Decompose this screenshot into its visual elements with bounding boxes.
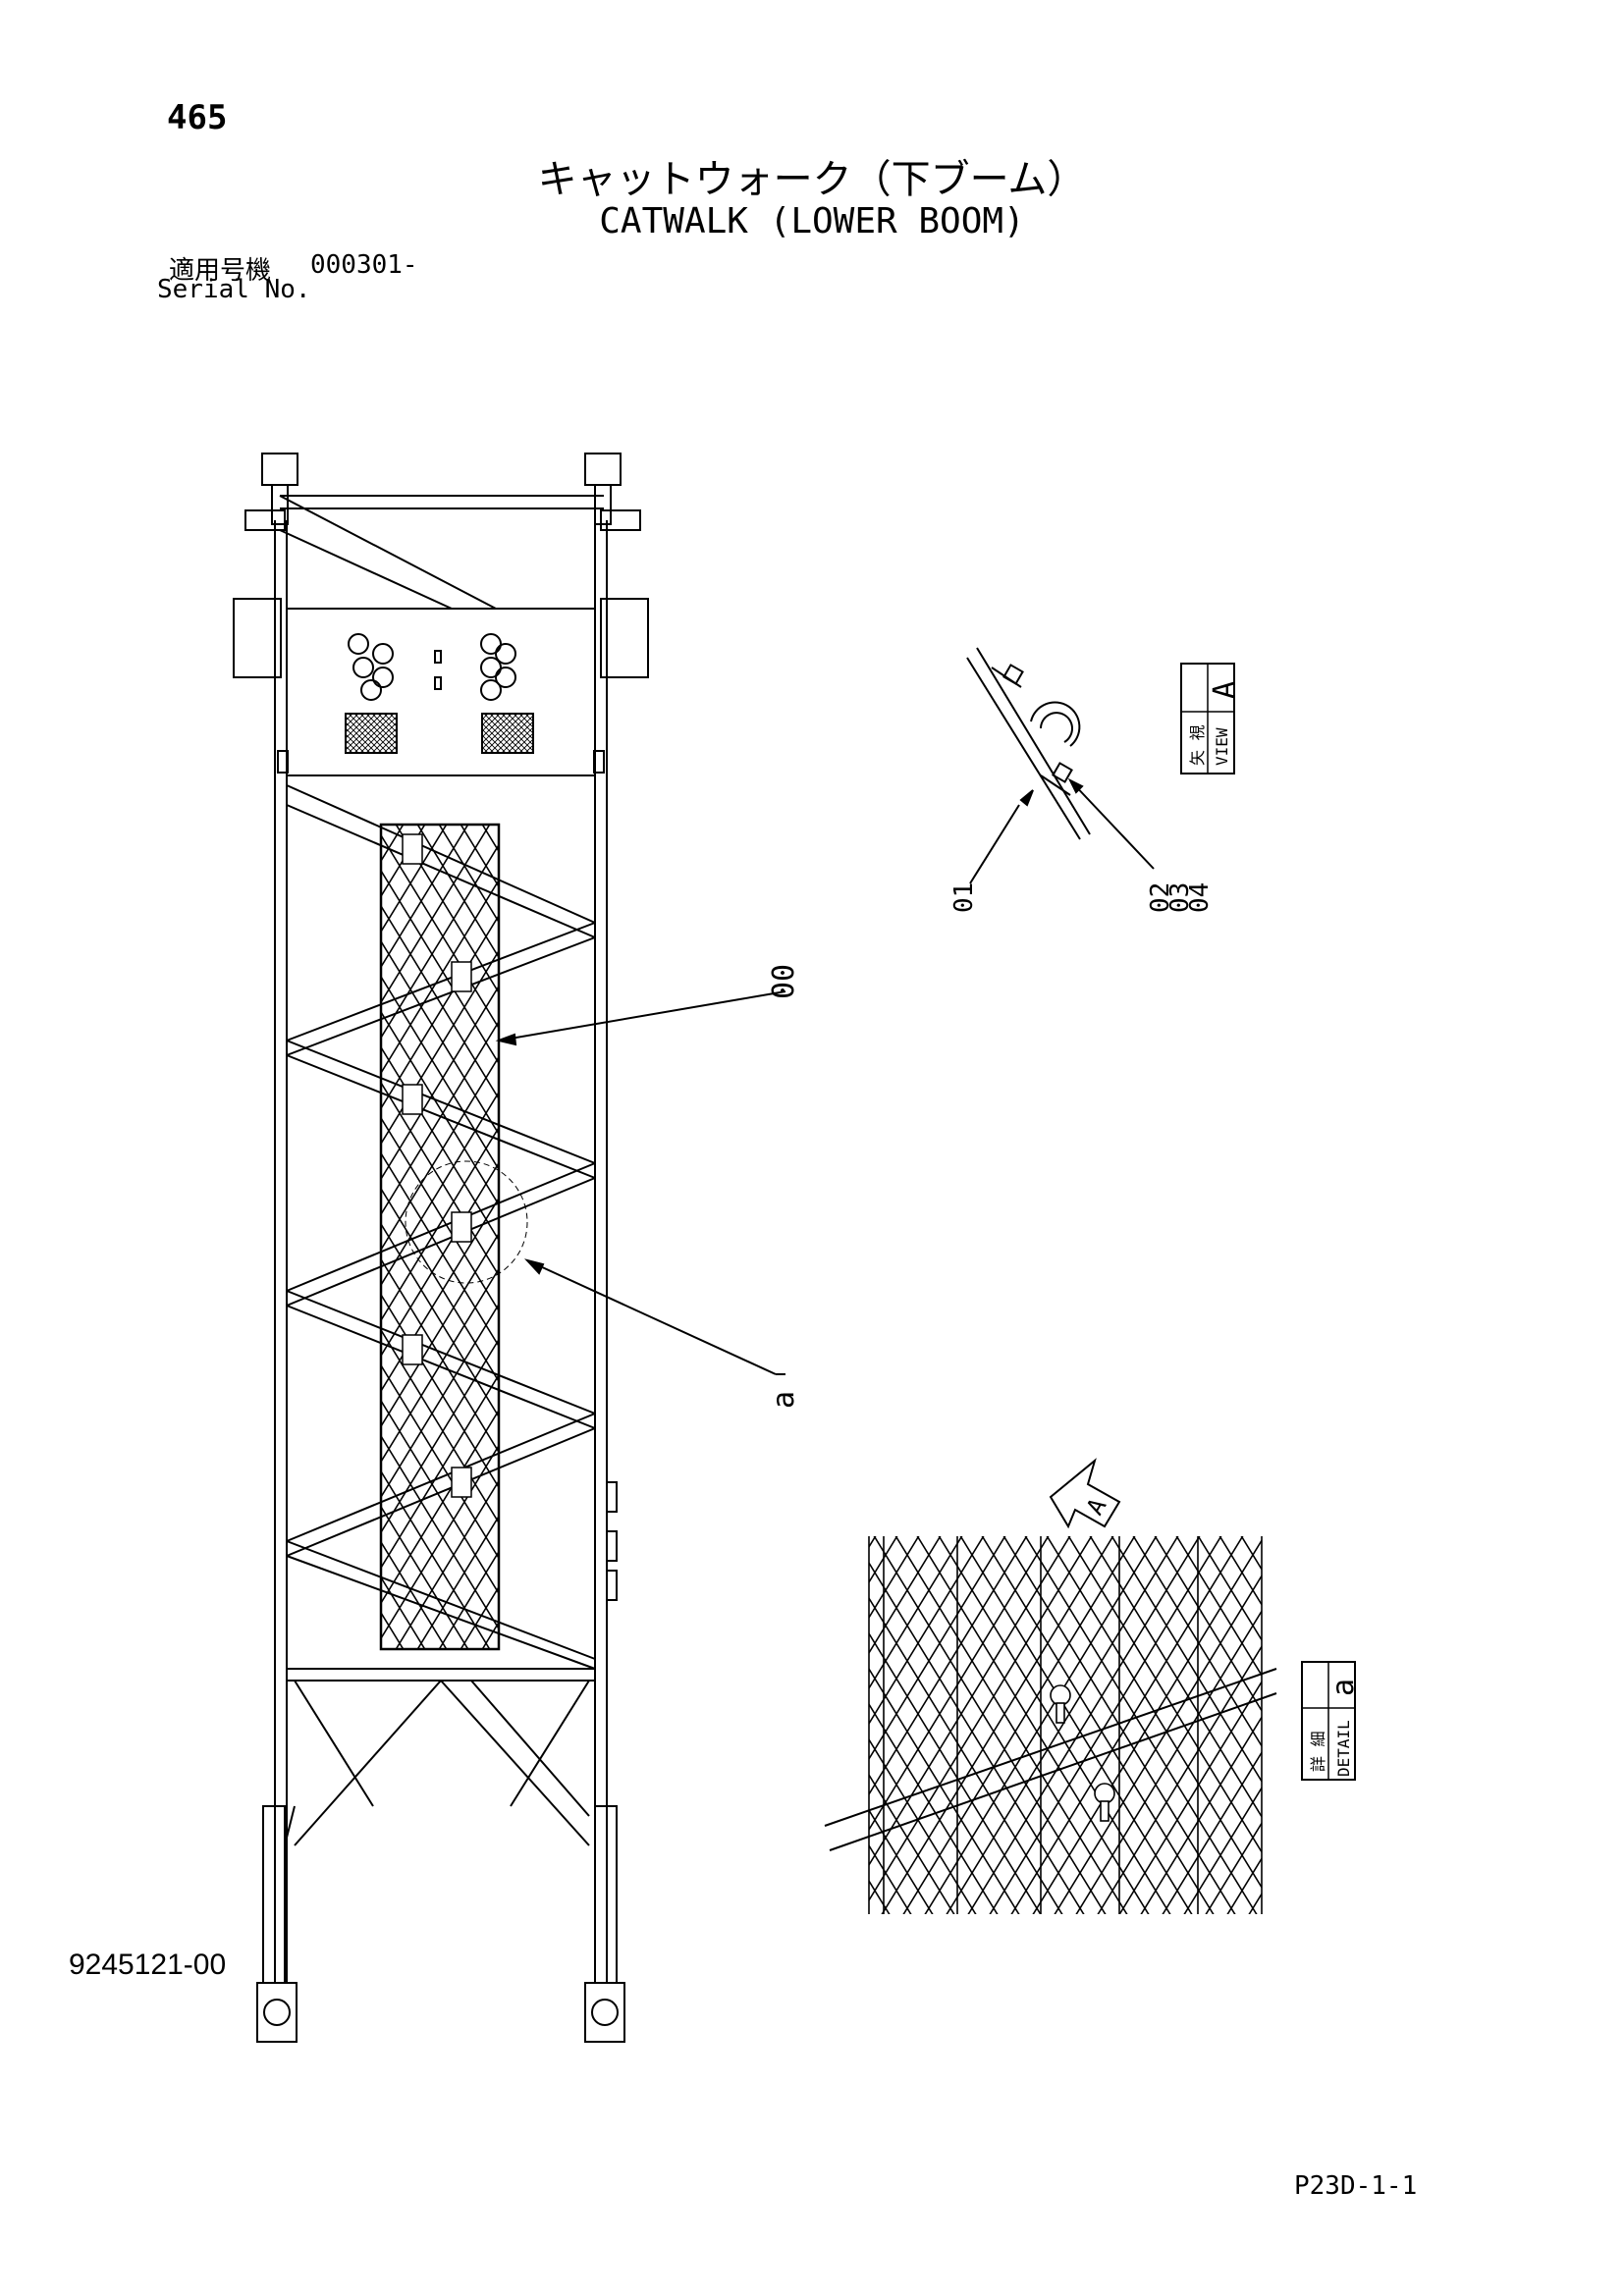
main-view-leaders xyxy=(495,990,786,1375)
view-a-english: VIEW xyxy=(1213,727,1231,766)
detail-a-label-box: a 詳 細 DETAIL xyxy=(1301,1661,1361,1781)
callout-part-01: 01 xyxy=(949,882,979,913)
serial-number-value: 000301- xyxy=(310,250,418,280)
page-code: P23D-1-1 xyxy=(1294,2171,1418,2201)
document-number: 9245121-00 xyxy=(69,1949,227,1981)
page-title-english: CATWALK (LOWER BOOM) xyxy=(599,201,1025,241)
view-a-label-box: A 矢 視 VIEW xyxy=(1180,663,1242,774)
callout-detail-a: a xyxy=(767,1391,801,1409)
callout-part-03: 03 xyxy=(1165,882,1195,913)
page-number: 465 xyxy=(167,98,228,137)
callout-part-04: 04 xyxy=(1185,882,1215,913)
callout-part-02: 02 xyxy=(1146,882,1175,913)
detail-a-english: DETAIL xyxy=(1334,1720,1353,1777)
detail-a-japanese: 詳 細 xyxy=(1309,1731,1327,1772)
view-direction-arrow: A xyxy=(1049,1458,1121,1529)
detail-a-grating xyxy=(824,1536,1277,1914)
serial-label-english: Serial No. xyxy=(157,275,311,304)
bracket-holes xyxy=(345,633,534,754)
page-title-japanese: キャットウォーク（下ブーム） xyxy=(537,157,1087,202)
callout-catwalk: 00 xyxy=(767,964,801,999)
view-a-japanese: 矢 視 xyxy=(1188,724,1207,766)
detail-a-letter: a xyxy=(1326,1679,1361,1696)
lower-boom-frame xyxy=(233,453,649,2043)
view-a-letter: A xyxy=(1208,681,1242,699)
catwalk-grating xyxy=(379,823,528,1651)
view-a-section xyxy=(966,647,1155,884)
serial-label-japanese: 適用号機 xyxy=(169,256,272,286)
